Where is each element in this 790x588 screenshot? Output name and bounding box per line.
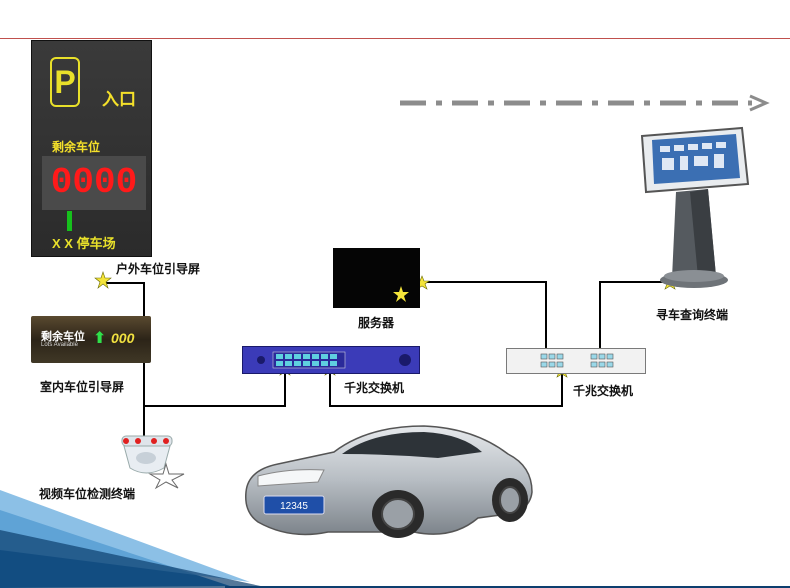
- car-finder-kiosk-label: 寻车查询终端: [656, 308, 729, 322]
- link-kiosk-switch2: [599, 281, 670, 352]
- arrow-up-icon: ⬆: [93, 330, 107, 347]
- server-label: 服务器: [358, 316, 395, 330]
- link-switch1-switch2: [329, 368, 563, 407]
- outdoor-guide-sign: P 入口 剩余车位 0000 X X 停车场: [31, 40, 152, 257]
- indoor-sign-subtext: Lots Available: [41, 342, 78, 348]
- link-server-switch2: [420, 281, 547, 352]
- flow-arrow: [400, 94, 770, 112]
- link-outdoor-indoor: [102, 280, 145, 316]
- outdoor-guide-screen-label: 户外车位引导屏: [116, 262, 201, 276]
- camera-icon: [121, 435, 185, 490]
- switch-ports-icon: [257, 351, 411, 369]
- video-detection-terminal-label: 视频车位检测终端: [39, 487, 136, 501]
- link-camera-switch1: [144, 368, 286, 407]
- gigabit-switch-1-label: 千兆交换机: [344, 381, 405, 395]
- remaining-spaces-label: 剩余车位: [52, 140, 101, 154]
- car-icon: 12345: [245, 425, 533, 538]
- entrance-label: 入口: [102, 90, 136, 109]
- server-icon: [333, 248, 420, 308]
- kiosk-icon: [640, 126, 750, 288]
- indoor-guide-screen-label: 室内车位引导屏: [40, 380, 125, 394]
- status-indicator: [67, 211, 72, 231]
- parking-icon: P: [50, 57, 80, 107]
- gigabit-switch-2-label: 千兆交换机: [573, 384, 634, 398]
- remaining-spaces-count: 0000: [42, 156, 146, 210]
- header-divider: [0, 38, 790, 39]
- gigabit-switch-1: [242, 346, 420, 374]
- gigabit-switch-2: [506, 348, 646, 374]
- parking-lot-name: X X 停车场: [52, 236, 116, 251]
- decorative-swoosh: [0, 490, 790, 588]
- indoor-sign-count: 000: [111, 330, 135, 346]
- indoor-guide-sign: 剩余车位 Lots Available ⬆ 000: [31, 316, 151, 363]
- indoor-sign-text: 剩余车位: [41, 331, 85, 343]
- switch-ports-icon: [540, 353, 614, 368]
- license-plate: 12345: [280, 501, 308, 512]
- connector-spark: [94, 271, 112, 289]
